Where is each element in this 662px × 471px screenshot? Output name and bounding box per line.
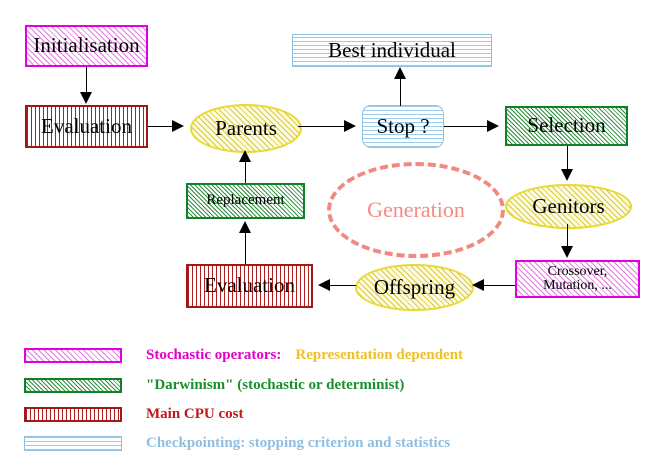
node-generation-label: Generation xyxy=(367,197,465,222)
arrow-eval-to-parents-head xyxy=(172,120,184,132)
node-replacement[interactable]: Replacement xyxy=(186,183,305,219)
node-crossover-label-line2: Mutation, ... xyxy=(543,278,612,293)
legend-text-darwinism: "Darwinism" (stochastic or determinist) xyxy=(146,376,405,393)
node-evaluation-bottom-label: Evaluation xyxy=(204,273,295,298)
arrow-init-to-eval-line xyxy=(86,67,87,94)
arrow-eval-to-replacement-head xyxy=(239,221,251,233)
arrow-stop-to-selection-line xyxy=(444,126,489,127)
legend-row-main-cpu-cost: Main CPU cost xyxy=(24,403,244,425)
node-best-individual[interactable]: Best individual xyxy=(292,34,492,67)
arrow-stop-to-best-line xyxy=(400,78,401,106)
arrow-selection-to-genitors-line xyxy=(567,146,568,171)
arrow-genitors-to-crossover-line xyxy=(567,224,568,248)
arrow-eval-to-replacement-line xyxy=(245,232,246,264)
node-parents[interactable]: Parents xyxy=(190,104,302,153)
node-selection-label: Selection xyxy=(527,113,606,138)
node-parents-label: Parents xyxy=(215,116,277,140)
magenta-diagonal-hatch-icon xyxy=(24,347,122,363)
node-evaluation-top[interactable]: Evaluation xyxy=(25,105,148,148)
arrow-stop-to-selection-head xyxy=(487,120,499,132)
arrow-replacement-to-parents-line xyxy=(245,161,246,183)
arrow-parents-to-stop-head xyxy=(344,120,356,132)
node-generation-loop: Generation xyxy=(327,162,505,258)
node-stop-label: Stop ? xyxy=(376,113,430,138)
node-selection[interactable]: Selection xyxy=(505,106,628,146)
green-diagonal-hatch-icon xyxy=(24,377,122,393)
arrow-crossover-to-offspring-head xyxy=(472,279,484,291)
arrow-offspring-to-eval-line xyxy=(330,285,356,286)
legend-text-main-cpu-cost: Main CPU cost xyxy=(146,405,244,422)
node-stop[interactable]: Stop ? xyxy=(362,105,444,148)
arrow-offspring-to-eval-head xyxy=(318,279,330,291)
legend-row-checkpointing: Checkpointing: stopping criterion and st… xyxy=(24,432,450,454)
legend-row-darwinism: "Darwinism" (stochastic or determinist) xyxy=(24,374,404,396)
node-genitors[interactable]: Genitors xyxy=(505,184,632,229)
arrow-crossover-to-offspring-line xyxy=(484,285,515,286)
node-initialisation-label: Initialisation xyxy=(33,33,140,58)
legend-text-checkpointing: Checkpointing: stopping criterion and st… xyxy=(146,434,451,451)
arrow-stop-to-best-head xyxy=(394,67,406,79)
legend-text-stochastic-operators: Stochastic operators: xyxy=(146,346,282,363)
arrow-init-to-eval-head xyxy=(80,92,92,104)
node-offspring-label: Offspring xyxy=(373,275,456,299)
red-vertical-hatch-icon xyxy=(24,406,122,422)
arrow-replacement-to-parents-head xyxy=(239,150,251,162)
node-evaluation-bottom[interactable]: Evaluation xyxy=(186,264,313,308)
arrow-eval-to-parents-line xyxy=(148,126,174,127)
legend-text-representation-dependent: Representation dependent xyxy=(295,346,464,363)
legend-row-stochastic-operators: Stochastic operators: Representation depe… xyxy=(24,344,463,366)
node-replacement-label: Replacement xyxy=(206,192,285,209)
arrow-parents-to-stop-line xyxy=(298,126,346,127)
node-genitors-label: Genitors xyxy=(532,194,605,218)
node-evaluation-top-label: Evaluation xyxy=(41,113,132,138)
node-initialisation[interactable]: Initialisation xyxy=(25,25,148,67)
blue-horizontal-hatch-icon xyxy=(24,435,122,451)
node-offspring[interactable]: Offspring xyxy=(355,264,474,311)
node-crossover-mutation[interactable]: Crossover, Mutation, ... xyxy=(515,260,640,298)
arrow-genitors-to-crossover-head xyxy=(561,246,573,258)
node-best-individual-label: Best individual xyxy=(328,37,456,62)
arrow-selection-to-genitors-head xyxy=(561,169,573,181)
legend-label-stochastic-operators: Stochastic operators: Representation depe… xyxy=(146,347,463,364)
node-crossover-label-line1: Crossover, xyxy=(547,263,608,279)
